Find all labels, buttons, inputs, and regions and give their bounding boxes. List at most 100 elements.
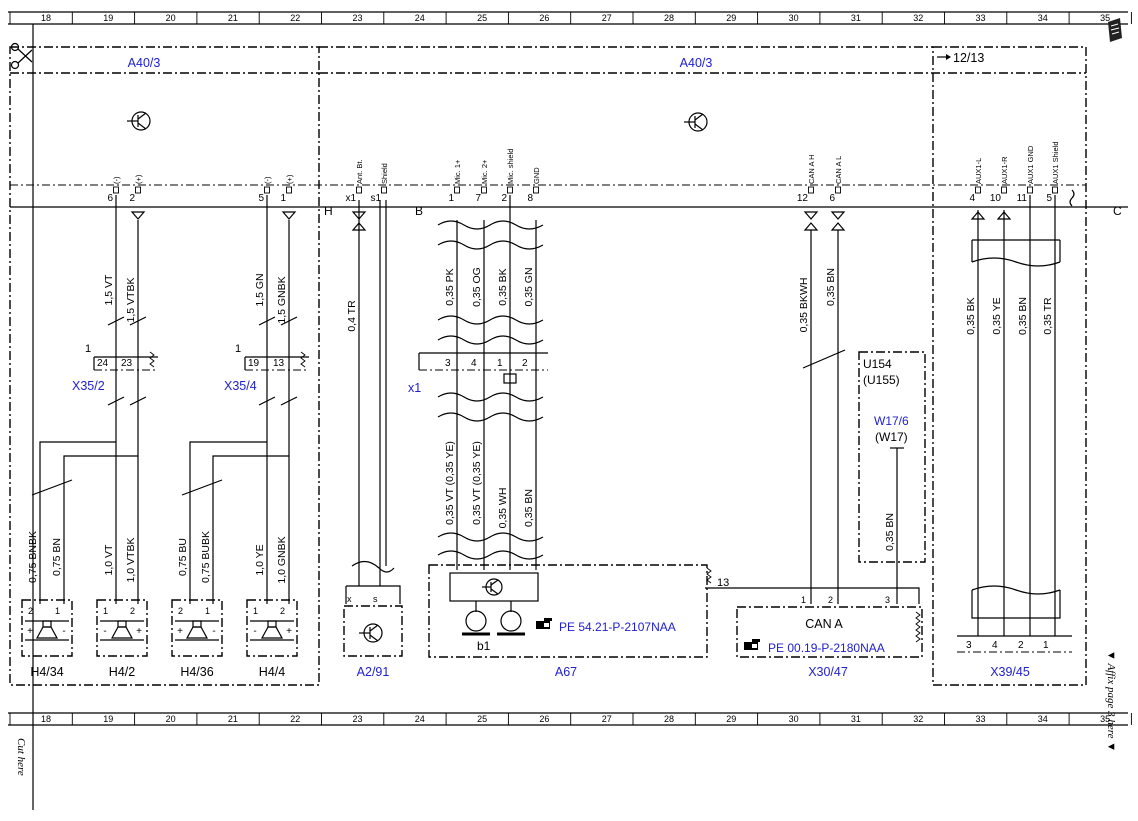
component-a2-91: x s A2/91: [343, 594, 403, 679]
svg-text:2: 2: [280, 606, 285, 616]
bus-letter-b: B: [415, 204, 423, 218]
pin-label: Mic. shield: [506, 149, 515, 184]
pin-label: (+): [285, 174, 294, 184]
component-label-w17-6: W17/6: [874, 414, 909, 428]
svg-text:-: -: [62, 626, 65, 637]
svg-text:s: s: [373, 594, 378, 604]
wire-label: 0,75 BU: [177, 538, 189, 576]
pin-label: Ant. Bt.: [355, 159, 364, 184]
connector-x1: 3 4 1 2 x1: [408, 352, 548, 395]
pin-number: 7: [475, 193, 481, 204]
wire-label: 0,35 GN: [523, 267, 535, 306]
connector-label-x35-4: X35/4: [224, 379, 257, 393]
column-number: 33: [975, 13, 985, 23]
connector-label-x1: x1: [408, 381, 421, 395]
column-number: 20: [166, 13, 176, 23]
reference-pe-54[interactable]: PE 54.21-P-2107NAA: [559, 620, 676, 634]
pin-number: 6: [829, 193, 835, 204]
speaker-icon: [260, 620, 284, 639]
column-number: 22: [290, 13, 300, 23]
reference-label: 12/13: [953, 51, 984, 65]
svg-text:(W17): (W17): [875, 430, 908, 444]
pin-label: (+): [134, 174, 143, 184]
bus-letter-c: C: [1113, 204, 1122, 218]
column-number: 31: [851, 13, 861, 23]
speaker-icon: [110, 620, 134, 639]
reference-pe-00[interactable]: PE 00.19-P-2180NAA: [768, 641, 885, 655]
column-number: 30: [789, 13, 799, 23]
column-number: 18: [41, 714, 51, 724]
svg-text:-: -: [253, 626, 256, 637]
pin-number: s1: [370, 193, 381, 204]
wire-label: 0,75 BN: [51, 538, 63, 576]
wire-label: 0,35 BN: [1017, 297, 1029, 335]
bus: [10, 184, 1128, 208]
component-u154: U154 (U155) W17/6 (W17): [858, 351, 926, 563]
pin-number: 8: [527, 193, 533, 204]
component-label-a67: A67: [555, 665, 577, 679]
svg-text:x: x: [347, 594, 352, 604]
transistor-icon: [684, 112, 708, 132]
svg-text:(U155): (U155): [863, 373, 900, 387]
connector-label-x35-2: X35/2: [72, 379, 105, 393]
column-number: 20: [166, 714, 176, 724]
wire-label: 0,75 BUBK: [200, 531, 212, 583]
component-label-x39-45: X39/45: [990, 665, 1030, 679]
pin-label: AUX1-R: [1000, 156, 1009, 184]
pin-number: 12: [797, 193, 809, 204]
transistor-icon: [482, 578, 503, 596]
svg-text:4: 4: [471, 358, 477, 369]
svg-text:U154: U154: [863, 357, 892, 371]
speaker-icon: [185, 620, 209, 639]
wire-label: 0,75 BNBK: [27, 531, 39, 583]
component-label-x30-47: X30/47: [808, 665, 848, 679]
column-number: 18: [41, 13, 51, 23]
pin-label: Mic. 2+: [480, 159, 489, 184]
page-corner-icon: [1108, 18, 1122, 42]
svg-text:-: -: [103, 626, 106, 637]
pin-number: 11: [1017, 193, 1028, 204]
column-number: 19: [103, 13, 113, 23]
svg-text:-: -: [212, 626, 215, 637]
pin-label: CAN A L: [834, 156, 843, 184]
svg-text:+: +: [136, 626, 142, 637]
pin-label: GND: [532, 167, 541, 184]
column-number: 27: [602, 714, 612, 724]
transistor-icon: [127, 111, 151, 131]
wire-label: 1,5 VT: [103, 274, 115, 306]
pin-number: 2: [501, 193, 507, 204]
svg-text:2: 2: [28, 606, 33, 616]
transistor-icon: [359, 623, 383, 643]
svg-text:1: 1: [85, 343, 91, 355]
wire-label: 0,35 BKWH: [798, 278, 810, 333]
svg-text:1: 1: [253, 606, 258, 616]
affix-page-text: ▼ Affix page 3 here ▼: [1105, 650, 1117, 752]
cut-here-text: Cut here: [15, 738, 27, 776]
svg-text:13: 13: [717, 577, 729, 589]
module-box-left: A40/3: [9, 46, 320, 686]
wiring-paths: [31, 195, 1072, 637]
wire-label: 1,0 VT: [103, 544, 115, 576]
wire-label: 0,35 BK: [965, 297, 977, 334]
column-number: 21: [228, 13, 238, 23]
connector-x35-4: 1 19 13 X35/4: [224, 343, 309, 393]
svg-text:2: 2: [1018, 640, 1024, 651]
column-number: 31: [851, 714, 861, 724]
component-a67: b1 PE 54.21-P-2107NAA 13 A67: [428, 564, 729, 679]
column-number: 19: [103, 714, 113, 724]
column-number: 34: [1038, 13, 1048, 23]
column-number: 25: [477, 13, 487, 23]
svg-text:3: 3: [966, 640, 972, 651]
pin-number: 2: [129, 193, 135, 204]
connector-x35-2: 1 24 23 X35/2: [72, 343, 158, 393]
column-number: 24: [415, 714, 425, 724]
svg-text:1: 1: [801, 595, 806, 605]
column-number: 26: [539, 13, 549, 23]
wire-label: 0,4 TR: [346, 300, 358, 332]
wire-label: 0,35 PK: [444, 268, 456, 305]
speaker-label: H4/34: [30, 665, 63, 679]
column-number: 35: [1100, 714, 1110, 724]
